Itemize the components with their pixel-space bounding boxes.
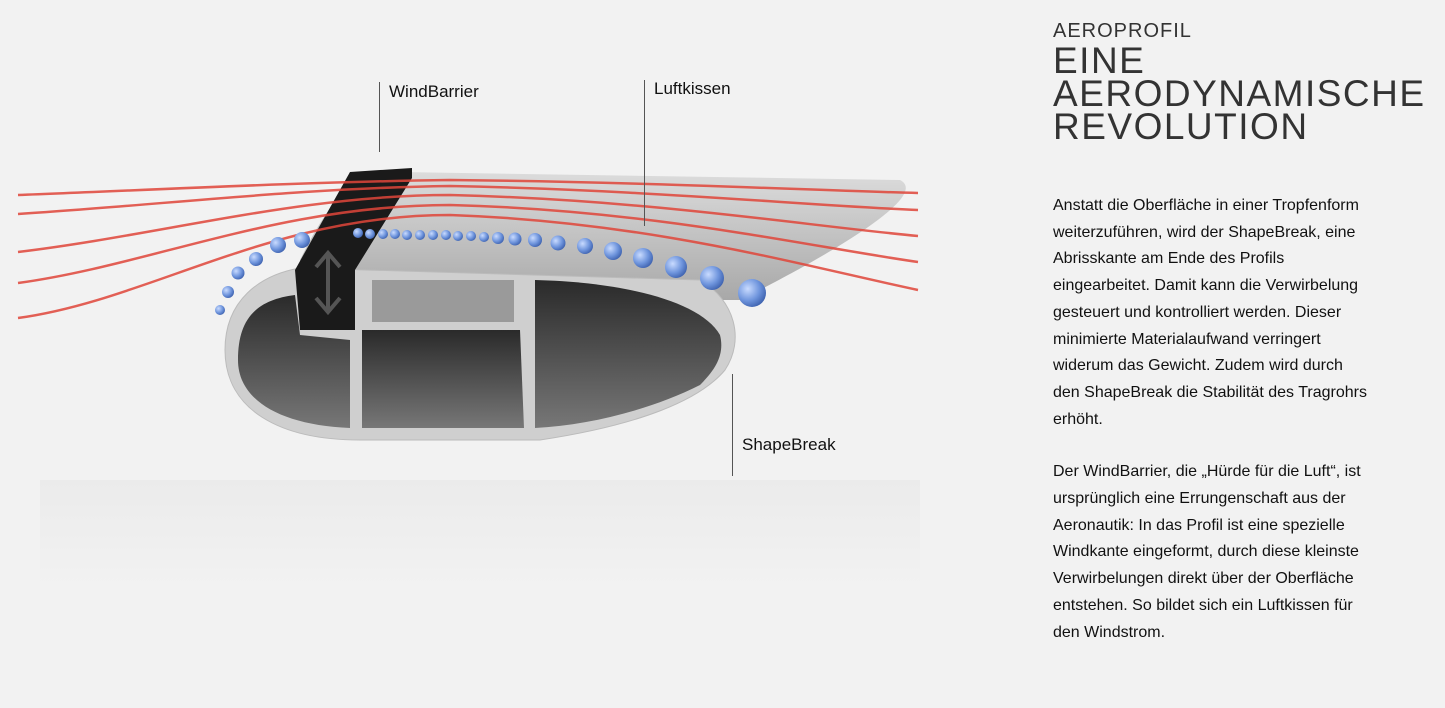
arrow-icon	[314, 249, 342, 316]
air-bubble	[378, 229, 388, 239]
paragraph-line: eingearbeitet. Damit kann die Verwirbelu…	[1053, 277, 1359, 295]
shapebreak-callout-line	[732, 374, 733, 476]
right-chamber	[535, 280, 722, 428]
floor-shadow	[40, 480, 920, 590]
air-bubble	[453, 231, 463, 241]
paragraph-windbarrier: Der WindBarrier, die „Hürde für die Luft…	[1053, 459, 1433, 646]
air-bubble	[604, 242, 622, 260]
air-bubble	[365, 229, 375, 239]
paragraph-line: widerum das Gewicht. Zudem wird durch	[1053, 357, 1343, 375]
air-bubble	[492, 232, 504, 244]
paragraph-line: den Windstrom.	[1053, 623, 1166, 641]
paragraph-line: gesteuert und kontrolliert werden. Diese…	[1053, 303, 1342, 321]
t-slot	[372, 280, 514, 322]
air-bubble	[550, 235, 566, 251]
air-bubble	[738, 279, 766, 307]
air-bubble	[528, 233, 542, 247]
aeroprofile-illustration: WindBarrier Luftkissen ShapeBreak	[17, 79, 920, 590]
windbarrier-callout-line	[379, 82, 380, 152]
air-cushion-bubbles	[215, 228, 766, 315]
air-bubble	[577, 238, 593, 254]
air-bubble	[222, 286, 234, 298]
air-bubble	[428, 230, 438, 240]
paragraph-line: Anstatt die Oberfläche in einer Tropfenf…	[1053, 197, 1359, 214]
middle-chamber	[362, 330, 524, 428]
air-bubble	[665, 256, 687, 278]
headline-line: REVOLUTION	[1053, 106, 1309, 147]
paragraph-line: den ShapeBreak die Stabilität des Tragro…	[1053, 383, 1367, 401]
headline-line: AERODYNAMISCHE	[1053, 73, 1426, 114]
luftkissen-label: Luftkissen	[654, 79, 731, 98]
air-bubble	[700, 266, 724, 290]
profile-cross-section-image	[17, 168, 920, 590]
paragraph-line: Der WindBarrier, die „Hürde für die Luft…	[1053, 463, 1361, 481]
paragraph-shapebreak: Anstatt die Oberfläche in einer Tropfenf…	[1053, 193, 1433, 433]
section-kicker: AEROPROFIL	[1053, 20, 1192, 42]
headline-line: EINE	[1053, 40, 1146, 81]
paragraph-line: Verwirbelungen direkt über der Oberfläch…	[1053, 570, 1354, 588]
windbarrier-label: WindBarrier	[389, 82, 479, 101]
air-bubble	[441, 230, 451, 240]
paragraph-line: Aeronautik: In das Profil ist eine spezi…	[1053, 516, 1345, 534]
air-bubble	[415, 230, 425, 240]
air-bubble	[390, 229, 400, 239]
air-bubble	[633, 248, 653, 268]
air-bubble	[270, 237, 286, 253]
paragraph-line: weiterzuführen, wird der ShapeBreak, ein…	[1053, 223, 1356, 241]
paragraph-line: minimierte Materialaufwand verringert	[1053, 330, 1321, 348]
left-chamber	[238, 295, 350, 428]
section-headline: EINE AERODYNAMISCHE REVOLUTION	[1053, 40, 1433, 147]
air-bubble	[479, 232, 489, 242]
paragraph-line: erhöht.	[1053, 410, 1103, 428]
air-bubble	[294, 232, 310, 248]
air-bubble	[231, 266, 245, 280]
air-bubble	[402, 230, 412, 240]
paragraph-line: entstehen. So bildet sich ein Luftkissen…	[1053, 596, 1353, 614]
shapebreak-label: ShapeBreak	[742, 435, 836, 454]
air-bubble	[215, 305, 225, 315]
air-bubble	[466, 231, 476, 241]
air-bubble	[353, 228, 363, 238]
article-text: AEROPROFIL EINE AERODYNAMISCHE REVOLUTIO…	[1053, 20, 1433, 646]
luftkissen-callout-line	[644, 80, 645, 226]
paragraph-line: ursprünglich eine Errungenschaft aus der	[1053, 490, 1346, 508]
airflow-lines	[17, 178, 919, 320]
air-bubble	[249, 252, 263, 266]
paragraph-line: Windkante eingeformt, durch diese kleins…	[1053, 543, 1359, 561]
paragraph-line: Abrisskante am Ende des Profils	[1053, 250, 1285, 268]
air-bubble	[508, 232, 522, 246]
